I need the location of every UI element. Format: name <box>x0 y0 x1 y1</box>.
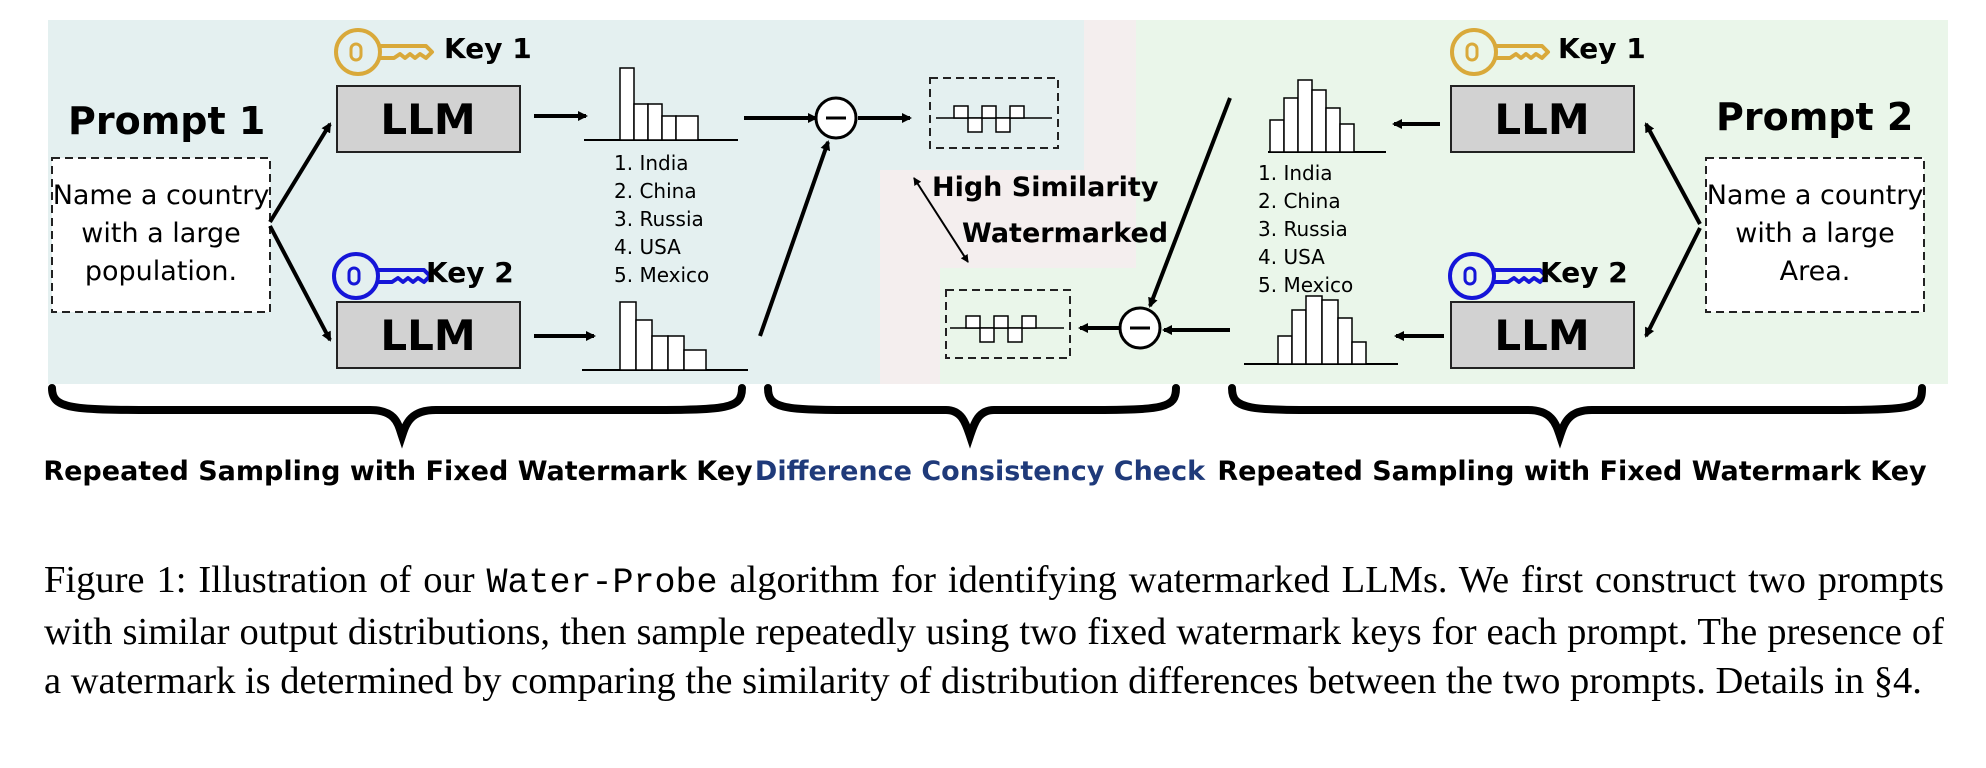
left-list-item-4: 4. USA <box>614 235 681 259</box>
arrow-prompt1-to-llm2 <box>268 225 332 342</box>
prompt-2-line-1: Name a country <box>1707 180 1924 211</box>
minus-circle-icon <box>1118 306 1162 350</box>
right-list-item-1: 1. India <box>1258 161 1333 185</box>
water-probe-diagram: Prompt 1 Name a country with a large pop… <box>43 20 1948 487</box>
prompt-1-line-3: population. <box>85 256 237 287</box>
left-key-1-label: Key 1 <box>444 32 532 65</box>
right-section-label: Repeated Sampling with Fixed Watermark K… <box>1217 456 1927 487</box>
prompt-1-box <box>51 157 271 313</box>
arrow-hist2-to-minus <box>758 140 831 337</box>
difference-bars-top <box>936 105 1052 133</box>
left-list-item-1: 1. India <box>614 151 689 175</box>
histogram-icon <box>582 301 748 371</box>
middle-brace <box>764 384 1180 449</box>
difference-pattern-top <box>929 77 1059 149</box>
right-key-1-label: Key 1 <box>1558 32 1646 65</box>
high-similarity-label: High Similarity <box>932 172 1159 203</box>
arrow-prompt2-to-llm2 <box>1644 227 1702 338</box>
left-llm-1-box <box>336 85 521 153</box>
prompt-1-line-1: Name a country <box>53 180 270 211</box>
right-llm-1-box <box>1450 85 1635 153</box>
prompt-2-line-3: Area. <box>1780 256 1851 287</box>
left-list-item-3: 3. Russia <box>614 207 704 231</box>
similarity-double-arrow <box>913 177 969 263</box>
left-list-item-2: 2. China <box>614 179 697 203</box>
arrow-prompt2-to-llm1 <box>1644 122 1702 225</box>
difference-pattern-bottom <box>945 289 1071 359</box>
right-llm-1-label: LLM <box>1494 95 1589 144</box>
right-list-item-5: 5. Mexico <box>1258 273 1353 297</box>
histogram-icon <box>1244 295 1398 365</box>
left-key-2-label: Key 2 <box>426 256 514 289</box>
histogram-icon <box>584 67 738 141</box>
middle-section-label: Difference Consistency Check <box>755 456 1206 487</box>
left-brace <box>48 384 746 449</box>
left-llm-1-label: LLM <box>380 95 475 144</box>
arrow-prompt1-to-llm1 <box>268 122 332 224</box>
right-list-item-3: 3. Russia <box>1258 217 1348 241</box>
caption-prefix: Figure 1: Illustration of our <box>44 559 487 601</box>
minus-circle-icon <box>814 96 858 140</box>
histogram-icon <box>1268 79 1386 153</box>
right-llm-2-label: LLM <box>1494 311 1589 360</box>
figure-caption: Figure 1: Illustration of our Water-Prob… <box>44 556 1944 706</box>
right-brace <box>1228 384 1926 449</box>
left-llm-2-box <box>336 301 521 369</box>
arrow-hist3-to-minus <box>1148 97 1232 308</box>
difference-bars-bottom <box>950 315 1064 343</box>
caption-body: algorithm for identifying watermarked LL… <box>44 559 1944 702</box>
right-key-2-label: Key 2 <box>1540 256 1628 289</box>
prompt-1-title: Prompt 1 <box>68 99 265 143</box>
left-section-label: Repeated Sampling with Fixed Watermark K… <box>43 456 753 487</box>
prompt-2-title: Prompt 2 <box>1716 95 1913 139</box>
left-llm-2-label: LLM <box>380 311 475 360</box>
right-llm-2-box <box>1450 301 1635 369</box>
prompt-2-box <box>1705 157 1925 313</box>
prompt-1-line-2: with a large <box>81 218 240 249</box>
left-list-item-5: 5. Mexico <box>614 263 709 287</box>
right-list-item-4: 4. USA <box>1258 245 1325 269</box>
caption-algo-name: Water-Probe <box>486 563 718 603</box>
watermarked-label: Watermarked <box>962 218 1168 249</box>
prompt-2-line-2: with a large <box>1735 218 1894 249</box>
right-list-item-2: 2. China <box>1258 189 1341 213</box>
